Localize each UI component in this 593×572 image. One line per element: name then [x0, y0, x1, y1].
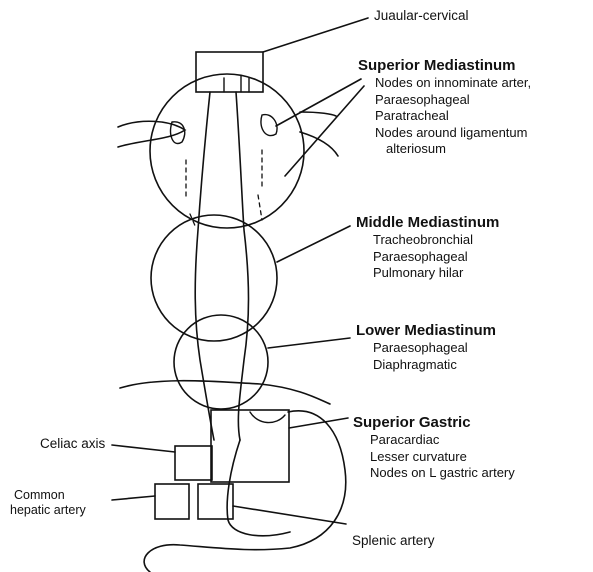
common-hepatic-node-box [155, 484, 189, 519]
group-item: Nodes around ligamentum [358, 125, 531, 142]
leader-hepatic [112, 496, 155, 500]
diaphragm-line [120, 381, 330, 404]
stomach-lesser-curvature [227, 440, 290, 536]
splenic-artery-label: Splenic artery [352, 533, 435, 548]
right-wing-lines [300, 112, 338, 156]
group-item: Tracheobronchial [356, 232, 499, 249]
group-item: Paracardiac [353, 432, 515, 449]
group-item: Diaphragmatic [356, 357, 496, 374]
leader-middle-mediastinum [277, 226, 350, 262]
lower-mediastinum-group: Lower Mediastinum Paraesophageal Diaphra… [356, 322, 496, 373]
middle-mediastinum-title: Middle Mediastinum [356, 214, 499, 232]
superior-mediastinum-circle [150, 74, 304, 228]
group-item: Pulmonary hilar [356, 265, 499, 282]
leader-superior-gastric [289, 418, 348, 428]
cardia-curve [250, 412, 285, 423]
group-item: Paraesophageal [356, 249, 499, 266]
group-item: Lesser curvature [353, 449, 515, 466]
superior-gastric-group: Superior Gastric Paracardiac Lesser curv… [353, 414, 515, 482]
superior-mediastinum-title: Superior Mediastinum [358, 57, 531, 75]
group-item: Paraesophageal [358, 92, 531, 109]
superior-gastric-title: Superior Gastric [353, 414, 515, 432]
common-hepatic-line-2: hepatic artery [10, 503, 86, 518]
superior-mediastinum-group: Superior Mediastinum Nodes on innominate… [358, 57, 531, 158]
leader-jugular [263, 18, 368, 52]
celiac-axis-label: Celiac axis [40, 436, 105, 451]
common-hepatic-line-1: Common [10, 488, 86, 503]
right-node-oval [261, 115, 277, 136]
group-item: alteriosum [358, 141, 531, 158]
leader-splenic [233, 506, 346, 524]
jugular-cervical-label: Juaular-cervical [374, 8, 469, 23]
middle-mediastinum-group: Middle Mediastinum Tracheobronchial Para… [356, 214, 499, 282]
celiac-axis-node-box [175, 446, 212, 480]
group-item: Paratracheal [358, 108, 531, 125]
stomach-greater-curvature [144, 411, 346, 572]
group-item: Nodes on innominate arter, [358, 75, 531, 92]
group-item: Nodes on L gastric artery [353, 465, 515, 482]
leader-celiac [112, 445, 175, 452]
leader-lower-mediastinum [268, 338, 350, 348]
leader-superior-mediastinum [276, 79, 364, 176]
lower-mediastinum-title: Lower Mediastinum [356, 322, 496, 340]
esophagus-right-wall [236, 92, 249, 440]
lower-mediastinum-circle [174, 315, 268, 409]
middle-mediastinum-circle [151, 215, 277, 341]
jugular-cervical-inner-lines [224, 76, 249, 92]
group-item: Paraesophageal [356, 340, 496, 357]
esophagus-left-wall [195, 92, 214, 440]
jugular-cervical-node-box [196, 52, 263, 92]
common-hepatic-artery-label: Common hepatic artery [10, 488, 86, 518]
